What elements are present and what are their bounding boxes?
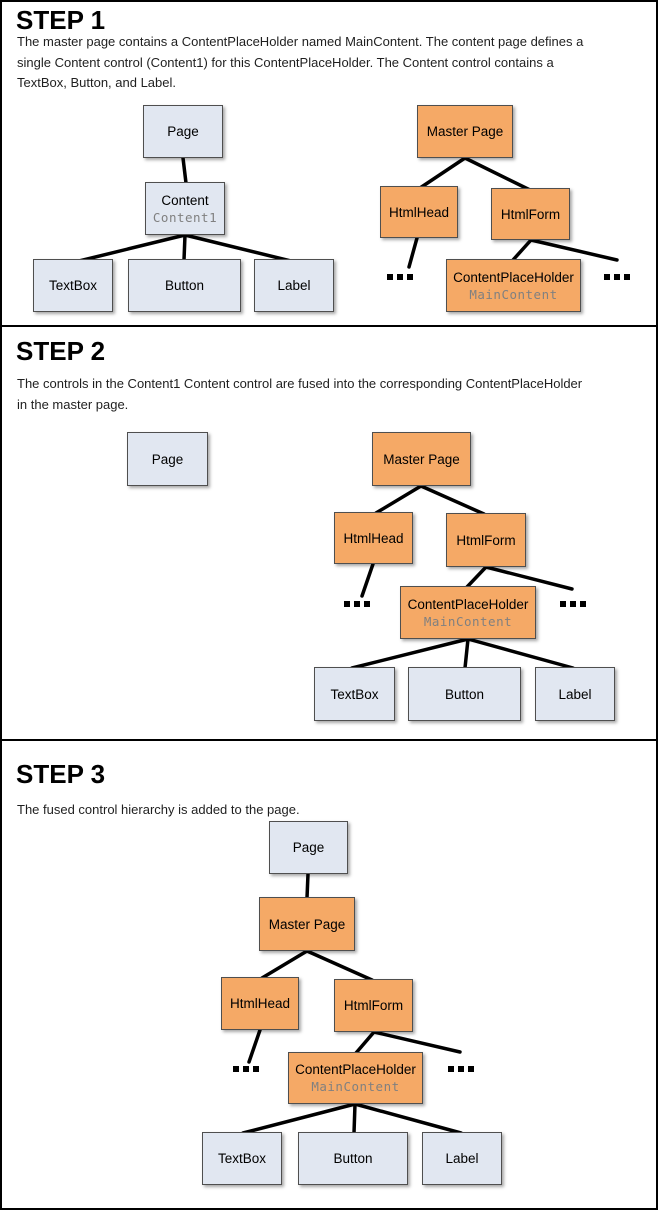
step2-description: The controls in the Content1 Content con…: [17, 376, 583, 412]
node-sublabel: MainContent: [311, 1079, 400, 1094]
node-label: HtmlForm: [343, 998, 404, 1013]
step1-connector: [418, 156, 467, 190]
step2-node-page: Page: [127, 432, 208, 486]
node-label: Master Page: [426, 124, 504, 139]
node-label: Content: [161, 192, 209, 208]
step3-title: STEP 3: [16, 759, 106, 789]
step1-node-htmlhead: HtmlHead: [380, 186, 458, 238]
step3-ellipsis-left-ellipsis: [233, 1066, 259, 1072]
node-sublabel: Content1: [152, 209, 218, 225]
section-divider: [2, 739, 656, 741]
step3-node-textbox: TextBox: [202, 1132, 282, 1185]
step2-connector: [374, 484, 423, 515]
step1-connector: [529, 238, 619, 262]
node-label: HtmlHead: [388, 204, 450, 220]
node-label: HtmlHead: [343, 530, 404, 546]
step3-connector: [354, 1030, 376, 1055]
node-label: ContentPlaceHolder: [295, 1062, 416, 1077]
node-label: TextBox: [217, 1151, 267, 1166]
node-label: Page: [292, 840, 325, 855]
step1-connector: [73, 233, 187, 264]
step1-connector: [407, 236, 419, 269]
step3-node-htmlform: HtmlForm: [334, 979, 413, 1032]
node-label: HtmlForm: [500, 206, 561, 222]
step3-node-master-page: Master Page: [259, 897, 355, 951]
step1-node-label: Label: [254, 259, 334, 312]
node-label: TextBox: [48, 278, 98, 293]
step3-connector: [260, 949, 309, 980]
step1-node-button: Button: [128, 259, 241, 312]
node-label: Label: [558, 686, 592, 702]
step2-ellipsis-left-ellipsis: [344, 601, 370, 607]
step3-ellipsis-right-ellipsis: [448, 1066, 474, 1072]
node-label: HtmlHead: [229, 996, 291, 1011]
step3-node-htmlhead: HtmlHead: [221, 977, 299, 1030]
node-label: Label: [445, 1151, 479, 1166]
step3-node-button: Button: [298, 1132, 408, 1185]
step1-node-htmlform: HtmlForm: [491, 188, 570, 240]
step1-connector: [511, 238, 533, 262]
step2-node-htmlhead: HtmlHead: [334, 512, 413, 564]
step1-ellipsis-left-ellipsis: [387, 274, 413, 280]
node-label: Master Page: [383, 451, 460, 467]
step2-connector: [465, 565, 488, 589]
step2-connector: [419, 484, 486, 516]
step2-node-master-page: Master Page: [372, 432, 471, 486]
step2-node-label: Label: [535, 667, 615, 721]
node-label: TextBox: [330, 686, 379, 702]
section-divider: [2, 325, 656, 327]
node-label: Master Page: [268, 916, 346, 932]
step2-connector: [350, 637, 470, 670]
step1-connector: [181, 156, 188, 185]
step3-node-label: Label: [422, 1132, 502, 1185]
step2-connector: [360, 562, 375, 598]
step1-ellipsis-right-ellipsis: [604, 274, 630, 280]
step3-connector: [305, 872, 310, 900]
step1-connector: [182, 233, 187, 262]
node-label: ContentPlaceHolder: [407, 596, 529, 612]
step3-node-page: Page: [269, 821, 348, 874]
node-label: Button: [333, 1151, 373, 1166]
step1-node-textbox: TextBox: [33, 259, 113, 312]
step3-connector: [241, 1102, 357, 1135]
node-label: Page: [167, 124, 199, 139]
step2-node-htmlform: HtmlForm: [446, 513, 526, 567]
step2-node-button: Button: [408, 667, 521, 721]
step2-title: STEP 2: [16, 336, 106, 366]
step3-connector: [372, 1030, 462, 1054]
step1-node-master-page: Master Page: [417, 105, 513, 158]
step1-connector: [183, 233, 297, 264]
step1-description: The master page contains a ContentPlaceH…: [17, 34, 584, 90]
node-label: ContentPlaceHolder: [453, 269, 574, 285]
node-sublabel: MainContent: [423, 613, 513, 629]
step3-connector: [305, 949, 374, 982]
step2-ellipsis-right-ellipsis: [560, 601, 586, 607]
step2-connector: [484, 565, 574, 591]
step3-connector: [247, 1028, 262, 1064]
step3-description: The fused control hierarchy is added to …: [17, 802, 300, 817]
step3-connector: [352, 1102, 357, 1135]
step1-node-page: Page: [143, 105, 223, 158]
node-label: Button: [164, 278, 205, 293]
node-label: Page: [151, 451, 184, 467]
step1-connector: [463, 156, 532, 192]
step2-node-textbox: TextBox: [314, 667, 395, 721]
step3-connector: [353, 1102, 463, 1135]
node-sublabel: MainContent: [469, 286, 558, 302]
step1-title: STEP 1: [16, 5, 106, 35]
node-label: HtmlForm: [456, 532, 516, 548]
step2-connector: [463, 637, 470, 670]
node-label: Button: [444, 686, 485, 702]
node-label: Label: [277, 278, 311, 293]
step2-connector: [466, 637, 575, 670]
